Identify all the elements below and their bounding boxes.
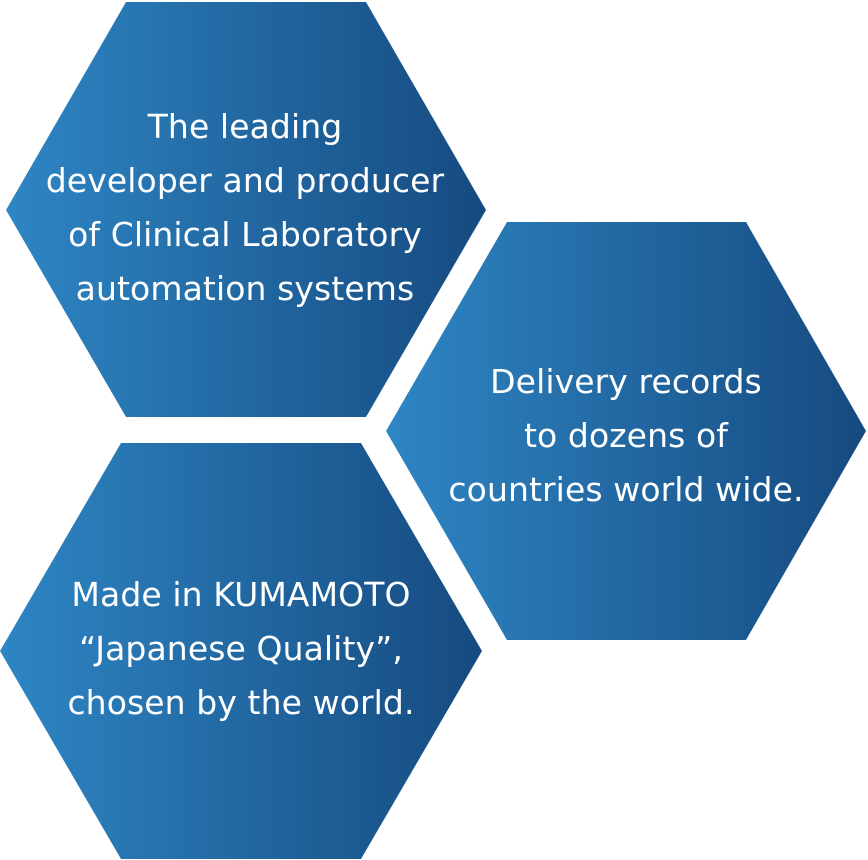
text-line: to dozens of bbox=[524, 416, 728, 455]
text-line: Made in KUMAMOTO bbox=[71, 575, 411, 614]
text-line: “Japanese Quality”, bbox=[79, 629, 403, 668]
hexagon-developer bbox=[6, 2, 486, 417]
text-line: chosen by the world. bbox=[67, 683, 415, 722]
text-line: developer and producer bbox=[45, 161, 445, 200]
hexagon-delivery-text: Delivery records to dozens of countries … bbox=[386, 355, 866, 517]
text-line: of Clinical Laboratory bbox=[68, 215, 422, 254]
text-line: Delivery records bbox=[490, 362, 762, 401]
text-line: automation systems bbox=[75, 269, 415, 308]
text-line: The leading bbox=[147, 107, 343, 146]
hexagon-delivery bbox=[386, 222, 866, 640]
hexagon-made-in-kumamoto-text: Made in KUMAMOTO “Japanese Quality”, cho… bbox=[0, 568, 482, 730]
text-line: countries world wide. bbox=[448, 470, 804, 509]
hexagon-made-in-kumamoto bbox=[0, 443, 482, 859]
hexagon-developer-text: The leading developer and producer of Cl… bbox=[6, 100, 484, 316]
